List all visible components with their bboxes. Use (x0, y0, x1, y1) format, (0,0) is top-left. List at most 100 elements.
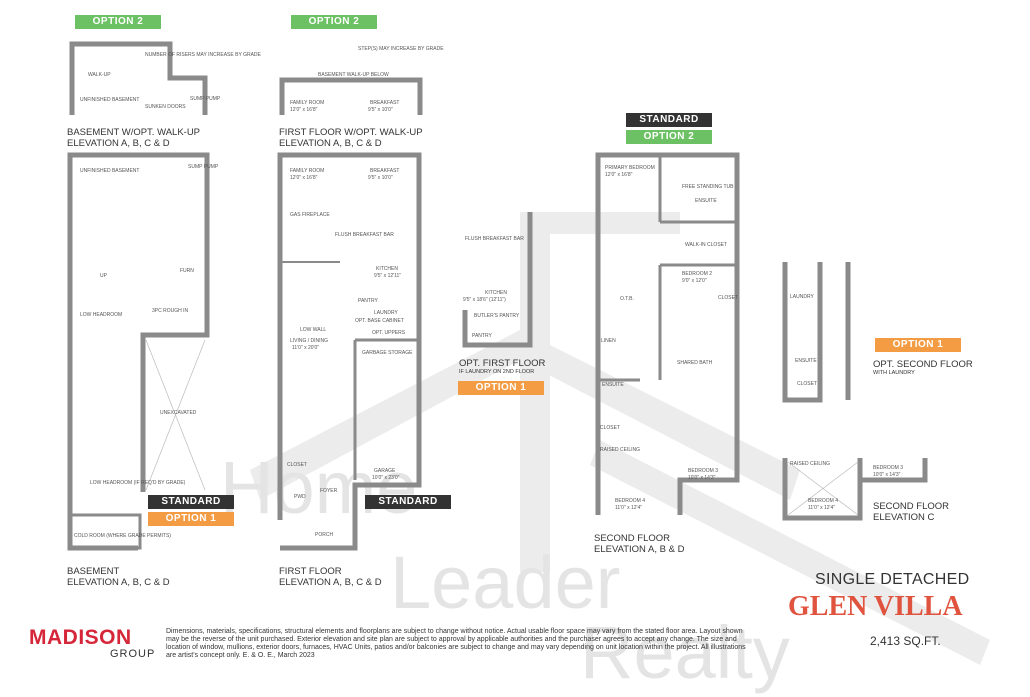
room-label: COLD ROOM (WHERE GRADE PERMITS) (74, 533, 171, 539)
room-label: GARBAGE STORAGE (362, 350, 413, 356)
room-label: STEP(S) MAY INCREASE BY GRADE (358, 46, 444, 52)
room-label: KITCHEN (485, 290, 507, 296)
room-label: SUMP PUMP (190, 96, 221, 102)
caption-subtitle: ELEVATION A, B, C & D (67, 577, 170, 588)
room-label: FURN (180, 268, 194, 274)
room-label: OPT. BASE CABINET (355, 318, 404, 324)
option-1-badge: OPTION 1 (875, 338, 961, 352)
first-floor-walls (277, 152, 422, 551)
room-label: UP (100, 273, 107, 279)
room-label: 3PC ROUGH IN (152, 308, 189, 314)
room-label: BREAKFAST (370, 100, 400, 106)
second-floor-walls (595, 152, 740, 515)
room-label: 9'5" x 18'6" (12'11") (463, 297, 506, 303)
room-label: O.T.B. (620, 296, 634, 302)
room-label: ENSUITE (695, 198, 717, 204)
room-label: SUNKEN DOORS (145, 104, 186, 110)
room-label: UNFINISHED BASEMENT (80, 168, 140, 174)
room-label: BREAKFAST (370, 168, 400, 174)
basement-walls (67, 152, 210, 551)
room-label: WALK-IN CLOSET (685, 242, 728, 248)
caption-title: SECOND FLOOR (594, 533, 671, 544)
room-label: GAS FIREPLACE (290, 212, 330, 218)
option-1-badge: OPTION 1 (148, 512, 234, 526)
room-label: UNFINISHED BASEMENT (80, 97, 140, 103)
room-label: 12'0" x 16'8" (605, 172, 633, 178)
standard-badge: STANDARD (626, 113, 712, 127)
room-label: WALK-UP (88, 72, 111, 78)
caption-subtitle: IF LAUNDRY ON 2ND FLOOR (459, 369, 535, 375)
second-c-walls (782, 458, 863, 521)
basement-walkup-walls (69, 41, 208, 115)
watermark-text: Realty (580, 611, 790, 694)
room-label: FOYER (320, 488, 338, 494)
room-label: PANTRY (358, 298, 378, 304)
madison-logo: MADISON (29, 626, 132, 649)
room-label: BEDROOM 4 (615, 498, 646, 504)
room-label: LAUNDRY (374, 310, 398, 316)
option-1-badge: OPTION 1 (458, 381, 544, 395)
room-label: 11'0" x 20'0" (292, 345, 320, 351)
room-label: SHARED BATH (677, 360, 713, 366)
room-label: BUTLER'S PANTRY (474, 313, 520, 319)
room-label: BEDROOM 2 (682, 271, 713, 277)
standard-badge: STANDARD (148, 495, 234, 509)
opt-first-walls (462, 212, 533, 348)
room-label: RAISED CEILING (790, 461, 831, 467)
caption-title: BASEMENT (67, 566, 120, 577)
caption-subtitle: ELEVATION A, B & D (594, 544, 685, 555)
room-label: GARAGE (374, 468, 396, 474)
caption-subtitle: WITH LAUNDRY (873, 370, 915, 376)
room-label: 9'5" x 10'0" (368, 175, 393, 181)
room-label: NUMBER OF RISERS MAY INCREASE BY GRADE (145, 52, 261, 58)
room-label: CLOSET (797, 381, 818, 387)
room-label: ENSUITE (602, 382, 624, 388)
room-label: 9'5" x 12'11" (374, 273, 402, 279)
room-label: UNEXCAVATED (160, 410, 197, 416)
room-label: BASEMENT WALK-UP BELOW (318, 72, 389, 78)
room-label: PORCH (315, 532, 334, 538)
room-label: FREE STANDING TUB (682, 184, 734, 190)
room-label: LOW HEADROOM (IF REQ'D BY GRADE) (90, 480, 186, 486)
room-label: FAMILY ROOM (290, 168, 325, 174)
room-label: 9'0" x 12'0" (682, 278, 707, 284)
room-label: 9'5" x 10'0" (368, 107, 393, 113)
room-label: LOW WALL (300, 327, 327, 333)
caption-title: FIRST FLOOR W/OPT. WALK-UP (279, 127, 423, 138)
room-label: SUMP PUMP (188, 164, 219, 170)
room-label: BEDROOM 4 (808, 498, 839, 504)
room-label: 12'0" x 16'8" (290, 175, 318, 181)
room-label: LIVING / DINING (290, 338, 329, 344)
model-name: GLEN VILLA (788, 591, 963, 622)
watermark-text: Leader (390, 541, 621, 624)
option-2-badge: OPTION 2 (291, 15, 377, 29)
caption-subtitle: ELEVATION A, B, C & D (279, 577, 382, 588)
room-label: CLOSET (600, 425, 621, 431)
room-label: OPT. UPPERS (372, 330, 406, 336)
room-label: RAISED CEILING (600, 447, 641, 453)
room-label: LOW HEADROOM (80, 312, 123, 318)
room-label: 12'0" x 16'8" (290, 107, 318, 113)
caption-title: OPT. FIRST FLOOR (459, 358, 546, 369)
room-label: PWD (294, 494, 306, 500)
option-2-badge: OPTION 2 (75, 15, 161, 29)
caption-subtitle: ELEVATION C (873, 512, 935, 523)
model-area: 2,413 SQ.FT. (870, 634, 941, 648)
room-label: 10'0" x 14'3" (688, 475, 716, 481)
opt-second-walls (782, 262, 823, 403)
room-label: LAUNDRY (790, 294, 814, 300)
room-label: ENSUITE (795, 358, 817, 364)
room-label: PRIMARY BEDROOM (605, 165, 655, 171)
caption-title: OPT. SECOND FLOOR (873, 359, 973, 370)
standard-badge: STANDARD (365, 495, 451, 509)
room-label: 11'0" x 12'4" (808, 505, 836, 511)
room-label: BEDROOM 3 (688, 468, 719, 474)
